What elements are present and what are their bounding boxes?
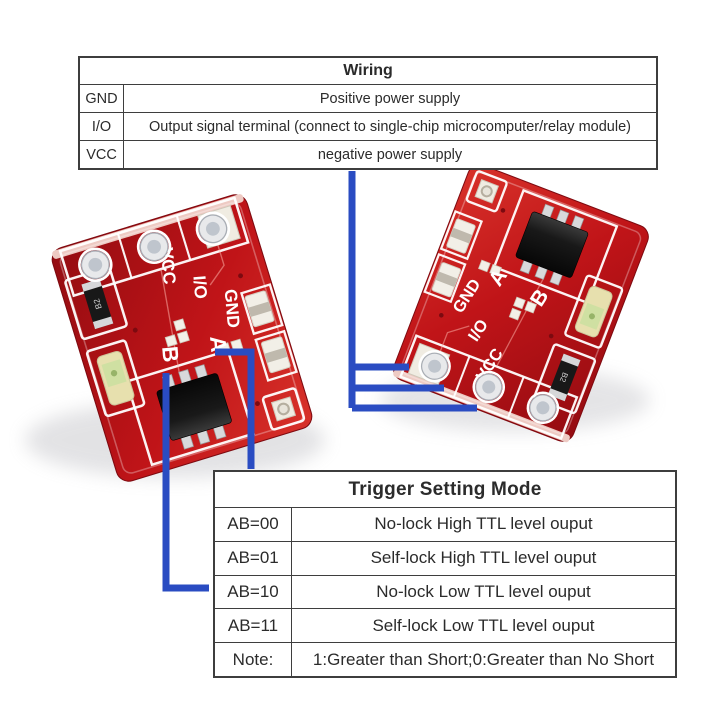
diode: B2	[81, 278, 114, 330]
table-row: GND Positive power supply	[80, 84, 656, 112]
led-outline	[564, 274, 624, 349]
mode-description: No-lock Low TTL level ouput	[376, 581, 591, 601]
passive-components	[244, 290, 291, 374]
pin-description: Output signal terminal (connect to singl…	[149, 118, 631, 135]
mode-description: No-lock High TTL level ouput	[374, 514, 593, 534]
mode-name: AB=11	[215, 609, 292, 643]
silkscreen-io-label: I/O	[189, 275, 211, 300]
mounting-holes	[78, 205, 241, 282]
silkscreen-a-label: A	[205, 335, 231, 353]
touch-ic-chip	[515, 203, 589, 286]
table-row: AB=00 No-lock High TTL level ouput	[215, 507, 675, 541]
mode-name: AB=00	[215, 508, 292, 541]
pin-name: VCC	[80, 141, 124, 168]
pin-name: GND	[80, 85, 124, 112]
mode-name: Note:	[215, 643, 292, 676]
table-row: I/O Output signal terminal (connect to s…	[80, 112, 656, 140]
mode-description: Self-lock High TTL level ouput	[370, 548, 597, 568]
silkscreen-gnd-label: GND	[221, 288, 244, 328]
wiring-table: Wiring GND Positive power supply I/O Out…	[78, 56, 658, 170]
ab-jumper-pads	[478, 259, 537, 321]
table-row: Note: 1:Greater than Short;0:Greater tha…	[215, 642, 675, 676]
table-row: AB=01 Self-lock High TTL level ouput	[215, 540, 675, 575]
diode-marking: B2	[558, 371, 570, 384]
trigger-table-title: Trigger Setting Mode	[348, 478, 542, 500]
pin-description: negative power supply	[317, 146, 463, 163]
table-row: AB=11 Self-lock Low TTL level ouput	[215, 608, 675, 643]
mode-name: AB=10	[215, 575, 292, 609]
silkscreen-b-label: B	[157, 345, 183, 363]
mode-description: Self-lock Low TTL level ouput	[372, 615, 595, 635]
diode-marking: B2	[91, 297, 104, 310]
pin-description: Positive power supply	[319, 90, 461, 107]
mode-name: AB=01	[215, 541, 292, 575]
led-outline	[85, 339, 146, 418]
table-row: AB=10 No-lock Low TTL level ouput	[215, 574, 675, 609]
chip-outline	[492, 188, 619, 305]
trigger-setting-mode-table: Trigger Setting Mode AB=00 No-lock High …	[213, 470, 677, 678]
led	[574, 285, 613, 338]
pad-row-outline	[58, 196, 250, 298]
wiring-table-title: Wiring	[343, 62, 393, 79]
diode: B2	[547, 353, 581, 402]
led	[96, 350, 135, 406]
pin-name: I/O	[80, 113, 124, 140]
mode-description: 1:Greater than Short;0:Greater than No S…	[312, 649, 655, 669]
table-row: VCC negative power supply	[80, 140, 656, 168]
